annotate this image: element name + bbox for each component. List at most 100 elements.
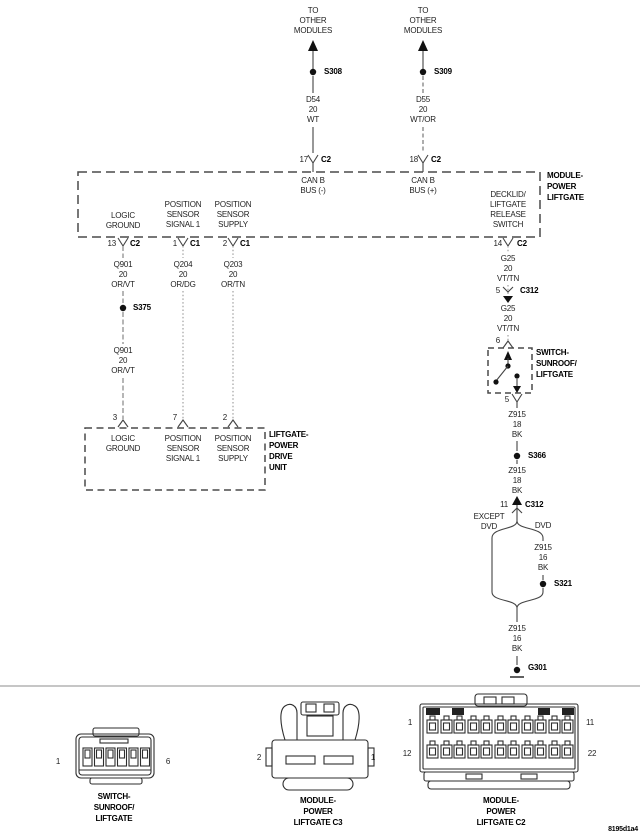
splice-label-s366: S366 xyxy=(528,451,546,460)
arrow-up-icon xyxy=(418,40,428,51)
wire-label-z915-18-upper: Z915 18 BK xyxy=(508,410,526,439)
wire-label-q901-upper: Q901 20 OR/VT xyxy=(111,260,135,289)
connector-fork-icon xyxy=(502,237,514,248)
to-other-modules-right: TO OTHER MODULES xyxy=(403,6,443,35)
drive-logic-ground-label: LOGIC GROUND xyxy=(105,434,141,453)
connector-fork-icon xyxy=(177,419,189,428)
arrow-up-icon xyxy=(504,351,512,360)
branch-label-except-dvd: EXCEPT DVD xyxy=(473,512,505,531)
connector-drawing-c3 xyxy=(265,701,375,791)
ground-wire-z915 xyxy=(491,393,547,678)
splice-label-s309: S309 xyxy=(434,67,452,76)
switch-blade xyxy=(495,365,509,382)
connector-label-c2-decklid: C2 xyxy=(517,239,527,248)
connector-sw-caption: SWITCH- SUNROOF/ LIFTGATE xyxy=(93,792,135,823)
module-decklid-label: DECKLID/ LIFTGATE RELEASE SWITCH xyxy=(489,190,527,229)
inline-connector-chevron-icon xyxy=(502,286,514,293)
wire-label-q204: Q204 20 OR/DG xyxy=(170,260,196,289)
connector-fork-icon xyxy=(117,419,129,428)
document-code: 8195d1a4 xyxy=(608,826,638,833)
module-pos-signal-label: POSITION SENSOR SIGNAL 1 xyxy=(164,200,202,229)
connector-drawing-switch xyxy=(75,727,155,785)
connector-c3-pin-2: 2 xyxy=(256,753,262,762)
pin-14: 14 xyxy=(493,239,503,248)
branch-merge-right xyxy=(516,591,544,609)
connector-fork-icon xyxy=(502,340,514,349)
ground-dot-g301 xyxy=(513,666,521,674)
branch-label-dvd: DVD xyxy=(534,521,552,530)
connector-fork-icon xyxy=(227,419,239,428)
connector-fork-icon xyxy=(227,237,239,248)
sunroof-liftgate-switch-symbol xyxy=(487,347,533,394)
arrow-up-icon xyxy=(512,496,522,505)
arrow-down-icon xyxy=(503,296,513,303)
wire-label-d55: D55 20 WT/OR xyxy=(410,95,436,124)
connector-fork-icon xyxy=(511,393,523,404)
to-other-modules-left: TO OTHER MODULES xyxy=(293,6,333,35)
wire-label-g25-upper: G25 20 VT/TN xyxy=(496,254,520,283)
ground-label-g301: G301 xyxy=(528,663,547,672)
arrow-up-icon xyxy=(308,40,318,51)
connector-label-c1-supply: C1 xyxy=(240,239,250,248)
connector-label-c2-left: C2 xyxy=(321,155,331,164)
position-sensor-signal-wire xyxy=(177,237,189,428)
splice-dot-s309 xyxy=(419,68,427,76)
wire-label-z915-16-lower: Z915 16 BK xyxy=(508,624,526,653)
connector-label-c312-upper: C312 xyxy=(520,286,539,295)
connector-c3-pin-1: 1 xyxy=(370,753,376,762)
connector-c2-pin-22: 22 xyxy=(587,749,597,758)
can-bus-minus-wire xyxy=(307,40,319,172)
connector-label-c312-lower: C312 xyxy=(525,500,544,509)
pin-2: 2 xyxy=(222,239,227,248)
connector-fork-icon xyxy=(117,237,129,248)
pin-5-switch: 5 xyxy=(504,395,509,404)
liftgate-power-drive-unit-box xyxy=(84,427,266,491)
connector-fork-icon xyxy=(417,154,429,165)
liftgate-drive-unit-title: LIFTGATE- POWER DRIVE UNIT xyxy=(269,430,309,472)
module-power-liftgate-title: MODULE- POWER LIFTGATE xyxy=(547,171,584,202)
branch-split-left xyxy=(491,520,518,539)
drive-pos-signal-label: POSITION SENSOR SIGNAL 1 xyxy=(164,434,202,463)
module-logic-ground-label: LOGIC GROUND xyxy=(105,211,141,230)
splice-dot-s308 xyxy=(309,68,317,76)
pin-18: 18 xyxy=(409,155,419,164)
connector-label-c2-right: C2 xyxy=(431,155,441,164)
release-switch-wire xyxy=(502,237,514,349)
splice-dot-s375 xyxy=(119,304,127,312)
switch-sunroof-liftgate-title: SWITCH- SUNROOF/ LIFTGATE xyxy=(536,348,577,379)
branch-merge-left xyxy=(491,591,518,609)
wire-label-z915-18-lower: Z915 18 BK xyxy=(508,466,526,495)
wire-label-q901-lower: Q901 20 OR/VT xyxy=(111,346,135,375)
drive-pos-supply-label: POSITION SENSOR SUPPLY xyxy=(214,434,252,463)
connector-c2-pin-12: 12 xyxy=(402,749,412,758)
connector-c3-caption: MODULE- POWER LIFTGATE C3 xyxy=(293,796,343,827)
can-b-bus-minus-label: CAN B BUS (-) xyxy=(300,176,326,195)
connector-c2-pin-11: 11 xyxy=(586,718,594,727)
pin-1: 1 xyxy=(172,239,177,248)
logic-ground-wire xyxy=(117,237,129,428)
splice-label-s308: S308 xyxy=(324,67,342,76)
pin-17: 17 xyxy=(299,155,309,164)
splice-label-s375: S375 xyxy=(133,303,151,312)
pin-3: 3 xyxy=(112,413,117,422)
branch-split-right xyxy=(516,520,544,539)
inline-connector-chevron-icon xyxy=(511,507,523,514)
pin-6-switch: 6 xyxy=(495,336,500,345)
connector-sw-pin-6: 6 xyxy=(165,757,171,766)
pin-7: 7 xyxy=(172,413,177,422)
splice-dot-s321 xyxy=(539,580,547,588)
pin-13: 13 xyxy=(107,239,117,248)
connector-fork-icon xyxy=(307,154,319,165)
splice-label-s321: S321 xyxy=(554,579,572,588)
wire-label-g25-lower: G25 20 VT/TN xyxy=(496,304,520,333)
pin-2-drive: 2 xyxy=(222,413,227,422)
connector-label-c1-signal: C1 xyxy=(190,239,200,248)
module-power-liftgate-box xyxy=(77,171,541,238)
connector-sw-pin-1: 1 xyxy=(55,757,61,766)
connector-fork-icon xyxy=(177,237,189,248)
connector-c2-caption: MODULE- POWER LIFTGATE C2 xyxy=(476,796,526,827)
wire-label-z915-16-branch: Z915 16 BK xyxy=(534,543,552,572)
pin-5-c312: 5 xyxy=(495,286,500,295)
